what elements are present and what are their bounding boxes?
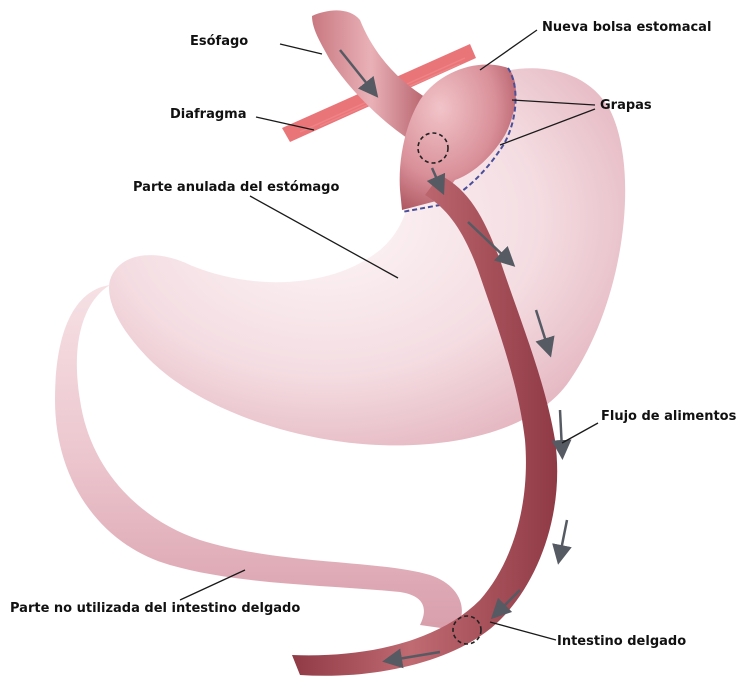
label-diaphragm: Diafragma [170,107,246,122]
bypassed-stomach [109,68,625,445]
label-small-intestine: Intestino delgado [557,634,686,649]
label-staples: Grapas [600,98,652,113]
label-unused-intestine: Parte no utilizada del intestino delgado [10,601,300,616]
label-new-pouch: Nueva bolsa estomacal [542,20,711,35]
label-food-flow: Flujo de alimentos [601,409,736,424]
label-bypassed-stomach: Parte anulada del estómago [133,180,339,195]
label-esophagus: Esófago [190,34,248,49]
